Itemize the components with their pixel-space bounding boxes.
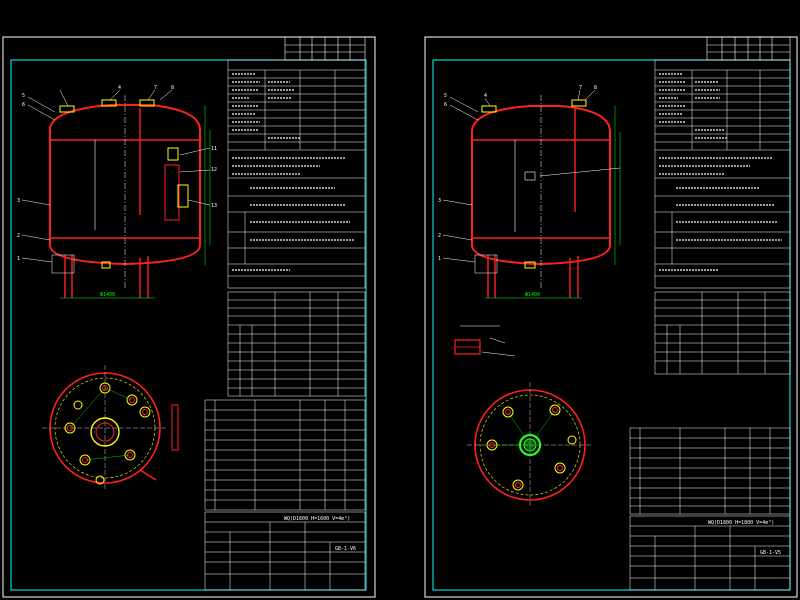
left-callout-leaders	[21, 89, 211, 263]
right-sheet-outer-frame	[424, 36, 798, 598]
left-level-gauge	[164, 164, 180, 221]
left-callout-3: 3	[17, 198, 20, 204]
right-nozzle-table	[654, 291, 791, 375]
right-parts-list	[629, 427, 791, 515]
left-vessel-elevation: Ф1400 5 6 4 7 8 3 2 1	[17, 85, 217, 299]
left-plan-manhole-inner	[95, 422, 115, 442]
left-callout-12: 12	[211, 167, 217, 173]
right-vessel-shell	[471, 105, 611, 266]
right-callout-7: 7	[579, 85, 582, 91]
left-plan-side-gauge	[171, 404, 179, 451]
right-vessel-elevation: Ф1400 5 6 4 7 8 3 2 1	[438, 85, 621, 299]
left-vessel-shell	[49, 104, 201, 266]
left-dim-lines-right	[204, 105, 211, 265]
right-callout-8: 8	[594, 85, 597, 91]
left-dim-bottom-text: Ф1400	[100, 292, 115, 298]
right-tech-table	[654, 59, 791, 289]
left-title-drawing-no: GB-1-V6	[335, 546, 356, 552]
right-plan-nozzles	[486, 404, 577, 491]
right-revision-table	[706, 36, 791, 61]
left-mid-nozzle	[167, 147, 179, 161]
left-plan-manhole	[90, 417, 120, 447]
left-parts-list	[204, 399, 366, 511]
right-title-block	[629, 515, 791, 591]
right-plan-view	[467, 382, 593, 508]
right-callout-4: 4	[484, 93, 487, 99]
left-plan-gauge-arm	[139, 469, 157, 481]
left-sheet: Ф1400 5 6 4 7 8 3 2 1	[2, 36, 376, 598]
left-callout-1: 1	[17, 256, 20, 262]
right-detail-view	[454, 325, 516, 357]
left-callout-2: 2	[17, 233, 20, 239]
right-inner-block	[524, 171, 536, 181]
left-callout-5: 5	[22, 93, 25, 99]
left-callout-4: 4	[118, 85, 121, 91]
right-tech-table-text-marks	[659, 73, 782, 271]
left-top-nozzle-b	[101, 99, 117, 107]
left-callout-11: 11	[211, 146, 217, 152]
right-dim-lines-right	[614, 106, 621, 265]
left-top-nozzle-a	[59, 105, 75, 113]
right-plan-dim-lines	[492, 409, 556, 446]
right-leg-detail	[474, 254, 498, 274]
right-callout-5: 5	[444, 93, 447, 99]
right-title-name: WQ(D1800 H=1800 V=4m³)	[708, 520, 774, 526]
left-nozzle-table	[227, 291, 366, 397]
left-plan-view	[42, 365, 179, 490]
left-callout-8: 8	[171, 85, 174, 91]
right-title-drawing-no: GB-1-V5	[760, 550, 781, 556]
left-side-nozzle	[177, 184, 189, 208]
right-callout-1: 1	[438, 256, 441, 262]
right-callout-3: 3	[438, 198, 441, 204]
right-support-legs	[487, 255, 579, 298]
right-drain-nozzle	[524, 261, 536, 269]
right-dim-bottom-text: Ф1400	[525, 292, 540, 298]
left-sheet-inner-frame	[10, 59, 367, 591]
left-top-nozzle-c	[139, 99, 155, 107]
left-plan-nozzles	[64, 382, 151, 485]
left-plan-dim-lines	[69, 387, 133, 461]
left-sheet-outer-frame	[2, 36, 376, 598]
left-title-block	[204, 511, 366, 591]
right-top-nozzle-a	[481, 105, 497, 113]
right-callout-6: 6	[444, 102, 447, 108]
left-revision-table	[284, 36, 366, 61]
right-callout-2: 2	[438, 233, 441, 239]
left-tech-table-text-marks	[232, 73, 355, 271]
left-callout-13: 13	[211, 203, 217, 209]
left-support-legs	[64, 255, 149, 298]
left-title-name: WQ(D1600 H=1600 V=4m³)	[284, 516, 350, 522]
left-leg-detail	[51, 254, 75, 274]
left-drain-nozzle	[101, 261, 111, 269]
left-callout-6: 6	[22, 102, 25, 108]
left-tech-table	[227, 59, 366, 289]
left-callout-7: 7	[154, 85, 157, 91]
right-top-nozzle-b	[571, 99, 587, 107]
right-callout-leaders	[442, 89, 621, 263]
right-sheet: Ф1400 5 6 4 7 8 3 2 1	[424, 36, 798, 598]
